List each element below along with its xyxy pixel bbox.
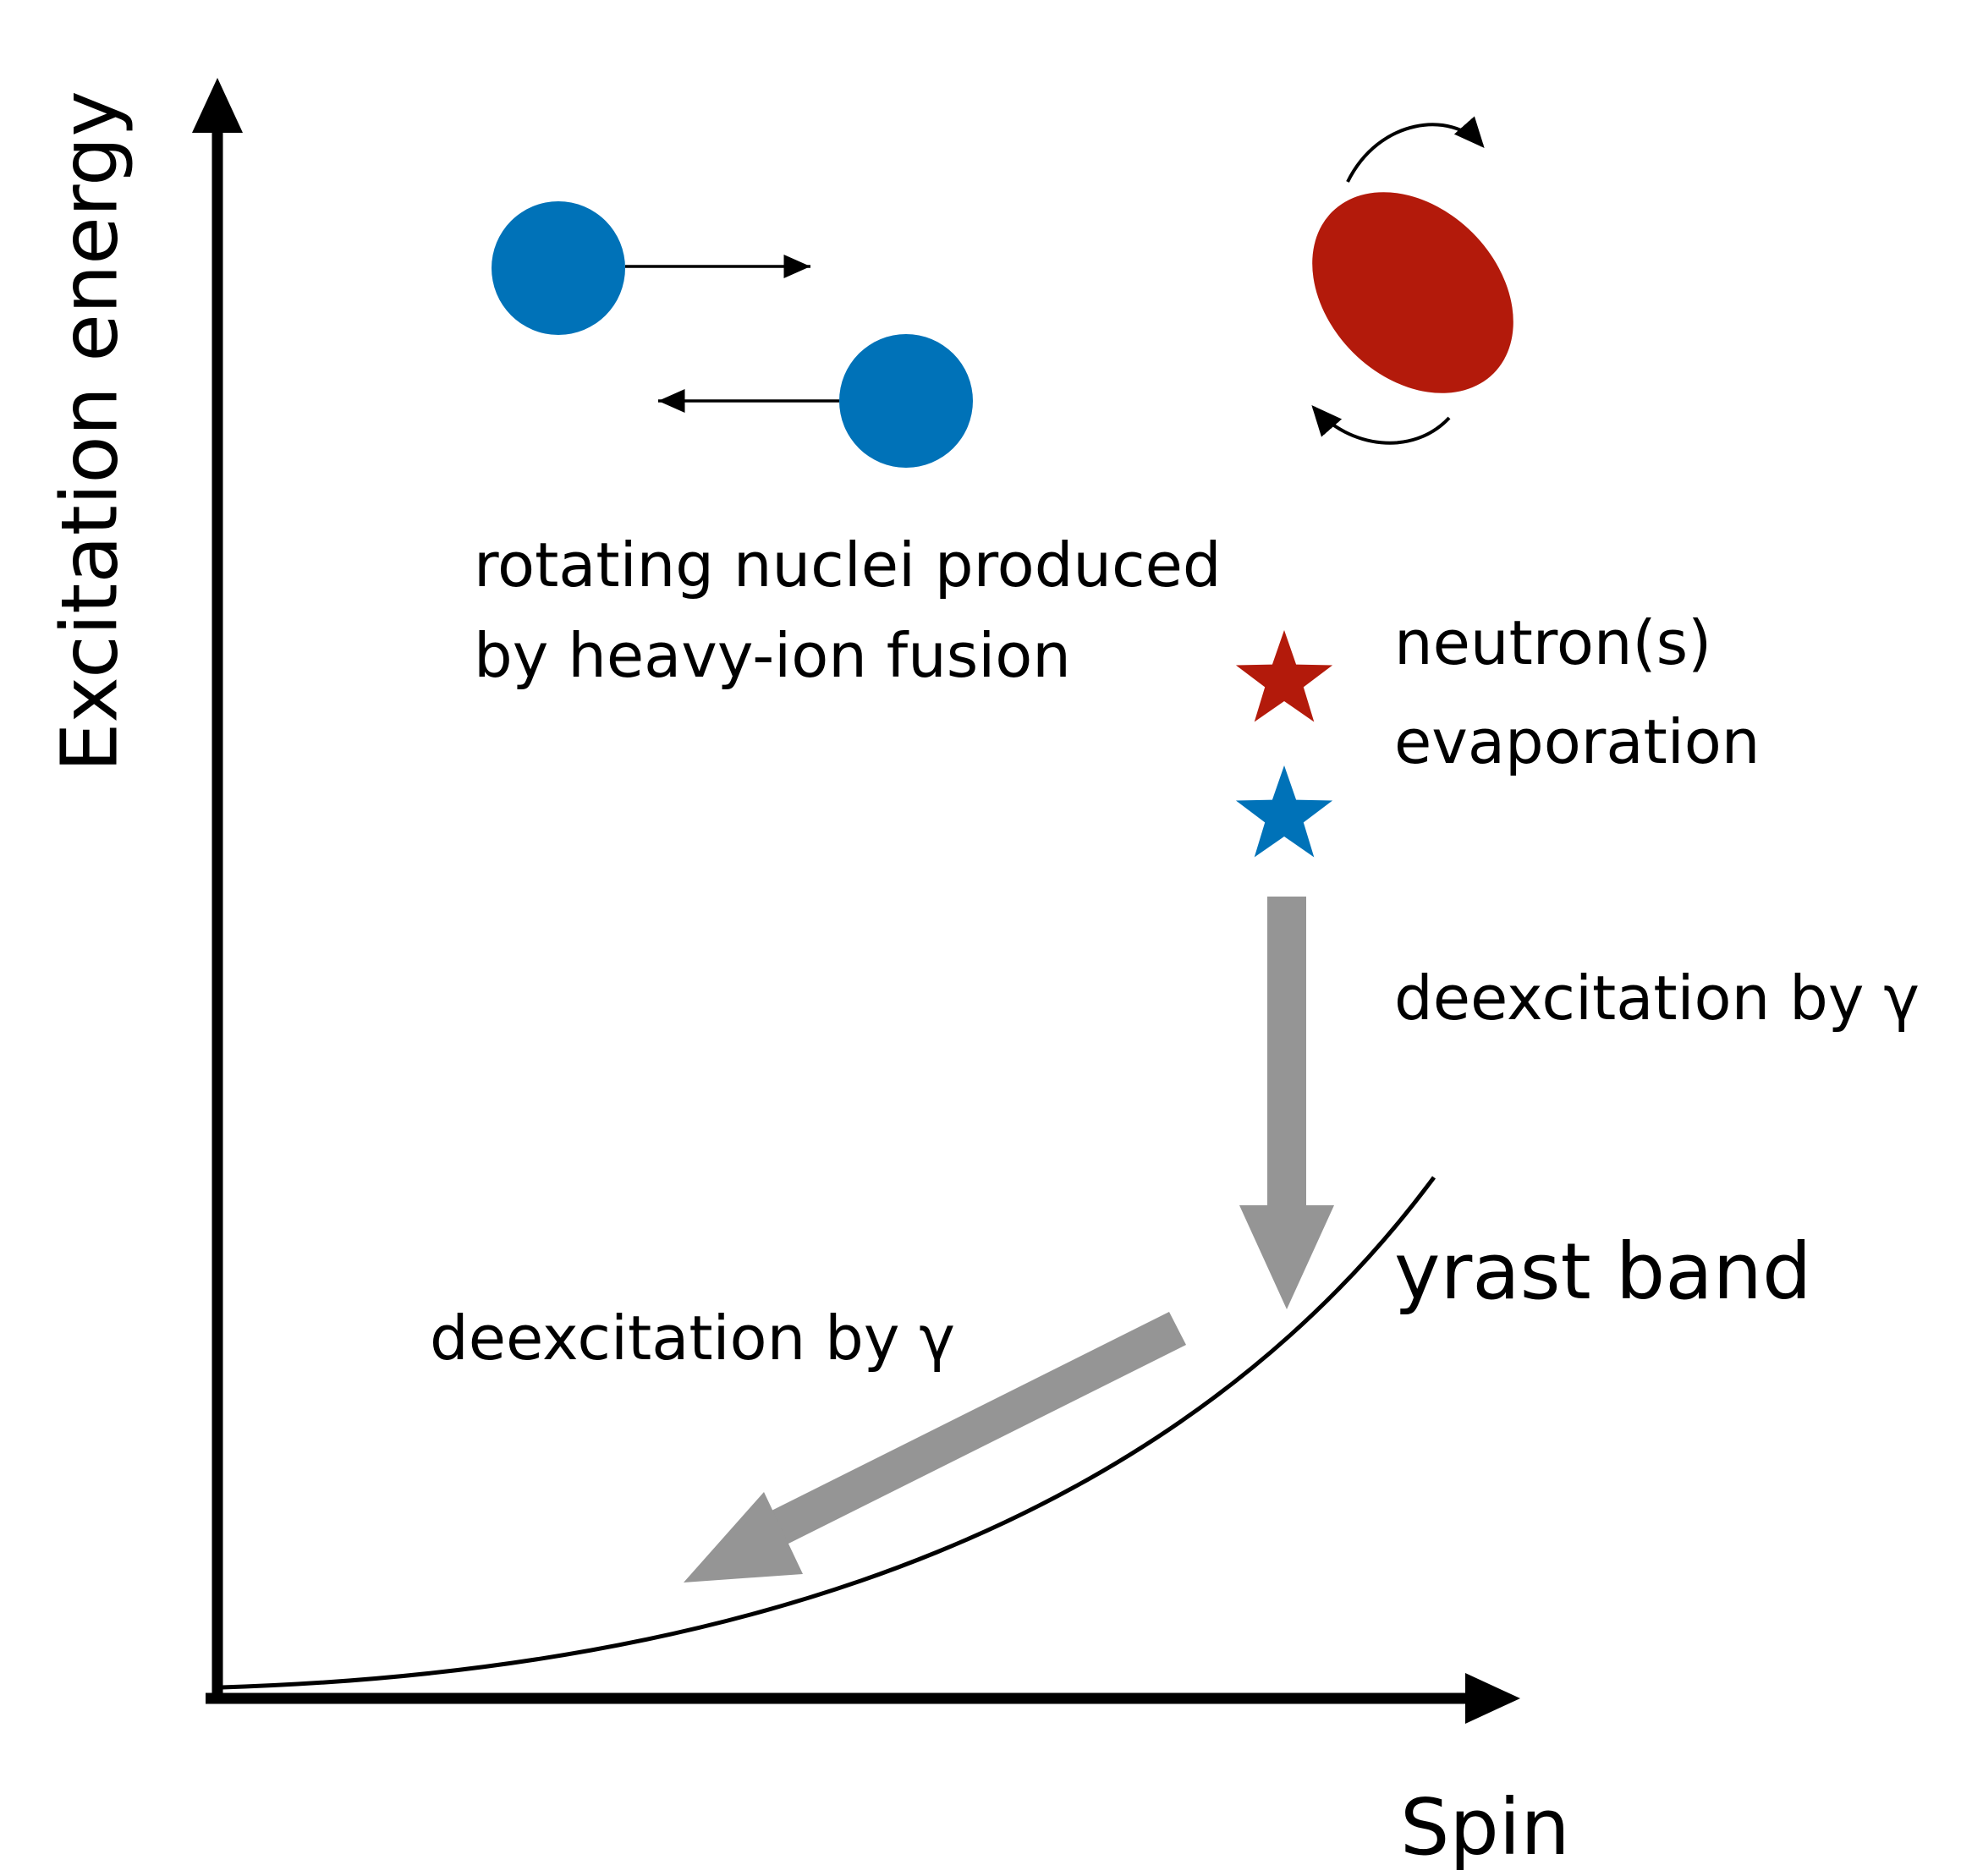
projectile-group [492,201,810,335]
red-ellipsoid-icon [1312,192,1513,393]
x-axis [206,1673,1520,1724]
fusion-caption-line1: rotating nuclei produced [474,529,1222,601]
gamma-diagonal-label: deexcitation by γ [430,1303,955,1374]
compound-nucleus-group [1311,116,1513,445]
yrast-band-label: yrast band [1394,1226,1811,1317]
gamma-vertical-arrow-head [1239,1205,1334,1309]
y-axis-label: Excitation energy [44,91,135,772]
gamma-diagonal-arrow-shaft [763,1312,1186,1548]
star-icon [1235,765,1333,858]
gamma-vertical-arrow [1239,897,1334,1309]
neutron-caption-line2: evaporation [1394,706,1760,777]
neutron-caption-line1: neutron(s) [1394,607,1711,678]
y-axis-arrowhead [192,78,243,133]
gamma-diagonal-arrow-head [684,1492,803,1583]
gamma-vertical-arrow-shaft [1267,897,1306,1211]
rotation-arrow-bottom [1311,404,1451,445]
gamma-diagonal-arrow [684,1312,1186,1583]
x-axis-label: Spin [1400,1782,1570,1873]
target-group [658,334,973,468]
gamma-vertical-label: deexcitation by γ [1394,963,1920,1034]
rotation-arrow-top [1346,116,1485,183]
fusion-caption-line2: by heavy-ion fusion [474,620,1071,691]
yrast-band-curve [221,1176,1436,1690]
y-axis [192,78,243,1700]
blue-sphere-icon [492,201,625,335]
x-axis-arrowhead [1465,1673,1520,1724]
blue-sphere-icon [839,334,973,468]
star-icon [1235,630,1333,722]
